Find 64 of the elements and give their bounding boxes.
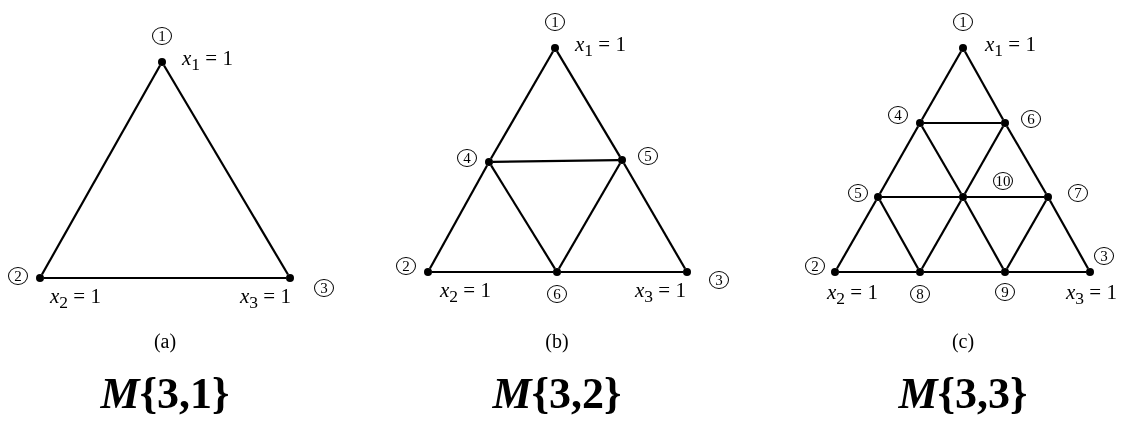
coordinate-label: x$_{1}$ = 1 — [575, 34, 626, 60]
edge-line — [1009, 270, 1086, 274]
edge-line — [921, 50, 962, 121]
design-notation: M{3,2} — [492, 368, 622, 419]
edge-line — [921, 125, 962, 195]
coordinate-label: x$_{1}$ = 1 — [985, 34, 1036, 60]
edge-line — [490, 164, 556, 270]
circled-number: 4 — [457, 149, 477, 167]
edge-line — [432, 270, 553, 274]
edge-line — [623, 162, 686, 270]
edge-line — [163, 64, 289, 276]
coordinate-label: x$_{2}$ = 1 — [827, 282, 878, 308]
circled-number: 1 — [953, 13, 973, 31]
circled-number: 1 — [545, 13, 565, 31]
coordinate-label: x$_{3}$ = 1 — [1066, 282, 1117, 308]
panel-letter: (a) — [153, 330, 177, 353]
edge-line — [556, 50, 621, 158]
edge-line — [879, 125, 919, 195]
circled-number: 8 — [910, 285, 930, 303]
edge-line — [921, 199, 962, 270]
circled-number: 10 — [993, 172, 1013, 190]
edge-line — [558, 162, 621, 270]
circled-number: 5 — [848, 184, 868, 202]
circled-number: 1 — [152, 27, 172, 45]
circled-number: 3 — [1094, 247, 1114, 265]
edge-line — [924, 270, 1001, 274]
design-notation: M{3,3} — [898, 368, 1028, 419]
circled-number: 2 — [8, 267, 28, 285]
edge-line — [1006, 125, 1047, 195]
circled-number: 3 — [709, 271, 729, 289]
edge-line — [964, 50, 1004, 121]
circled-number: 2 — [805, 257, 825, 275]
edge-line — [428, 164, 489, 270]
edge-line — [41, 64, 161, 276]
coordinate-label: x$_{2}$ = 1 — [440, 280, 491, 306]
design-notation: M{3,1} — [100, 368, 230, 419]
panel-letter: (b) — [545, 330, 569, 353]
coordinate-label: x$_{3}$ = 1 — [635, 280, 686, 306]
edge-line — [964, 125, 1004, 195]
circled-number: 9 — [995, 283, 1015, 301]
edge-line — [1006, 199, 1047, 270]
edge-line — [839, 270, 916, 274]
edge-line — [964, 199, 1004, 270]
coordinate-label: x$_{1}$ = 1 — [182, 48, 233, 74]
circled-number: 5 — [638, 147, 658, 165]
edge-line — [493, 158, 618, 164]
edge-line — [924, 121, 1001, 125]
panel-letter: (c) — [951, 330, 975, 353]
circled-number: 4 — [888, 106, 908, 124]
edge-line — [490, 50, 554, 160]
circled-number: 2 — [396, 257, 416, 275]
circled-number: 6 — [1021, 110, 1041, 128]
coordinate-label: x$_{2}$ = 1 — [50, 286, 101, 312]
edge-line — [1049, 199, 1089, 270]
circled-number: 3 — [314, 279, 334, 297]
circled-number: 6 — [547, 285, 567, 303]
edge-line — [967, 195, 1044, 199]
edge-line — [44, 276, 286, 280]
edge-line — [561, 270, 683, 274]
circled-number: 7 — [1068, 184, 1088, 202]
coordinate-label: x$_{3}$ = 1 — [240, 286, 291, 312]
edge-line — [882, 195, 959, 199]
edge-line — [836, 199, 877, 270]
edge-line — [879, 199, 919, 270]
